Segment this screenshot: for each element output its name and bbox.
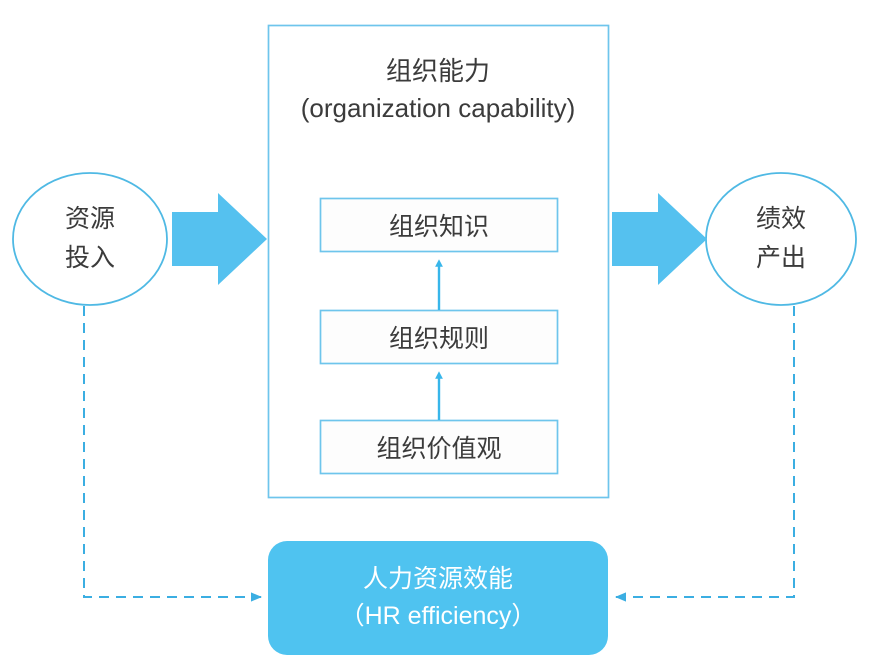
block-arrow-input-to-capability bbox=[172, 193, 267, 285]
block-arrow-capability-to-output bbox=[612, 193, 707, 285]
dashed-output-to-hr bbox=[615, 306, 795, 602]
layer-box-rules bbox=[319, 309, 559, 365]
layer-box-values bbox=[319, 419, 559, 475]
performance-output-node bbox=[705, 172, 857, 306]
layer-box-knowledge bbox=[319, 197, 559, 253]
hr-efficiency-box bbox=[268, 541, 608, 655]
resource-input-node bbox=[12, 172, 168, 306]
dashed-input-to-hr bbox=[83, 306, 262, 602]
